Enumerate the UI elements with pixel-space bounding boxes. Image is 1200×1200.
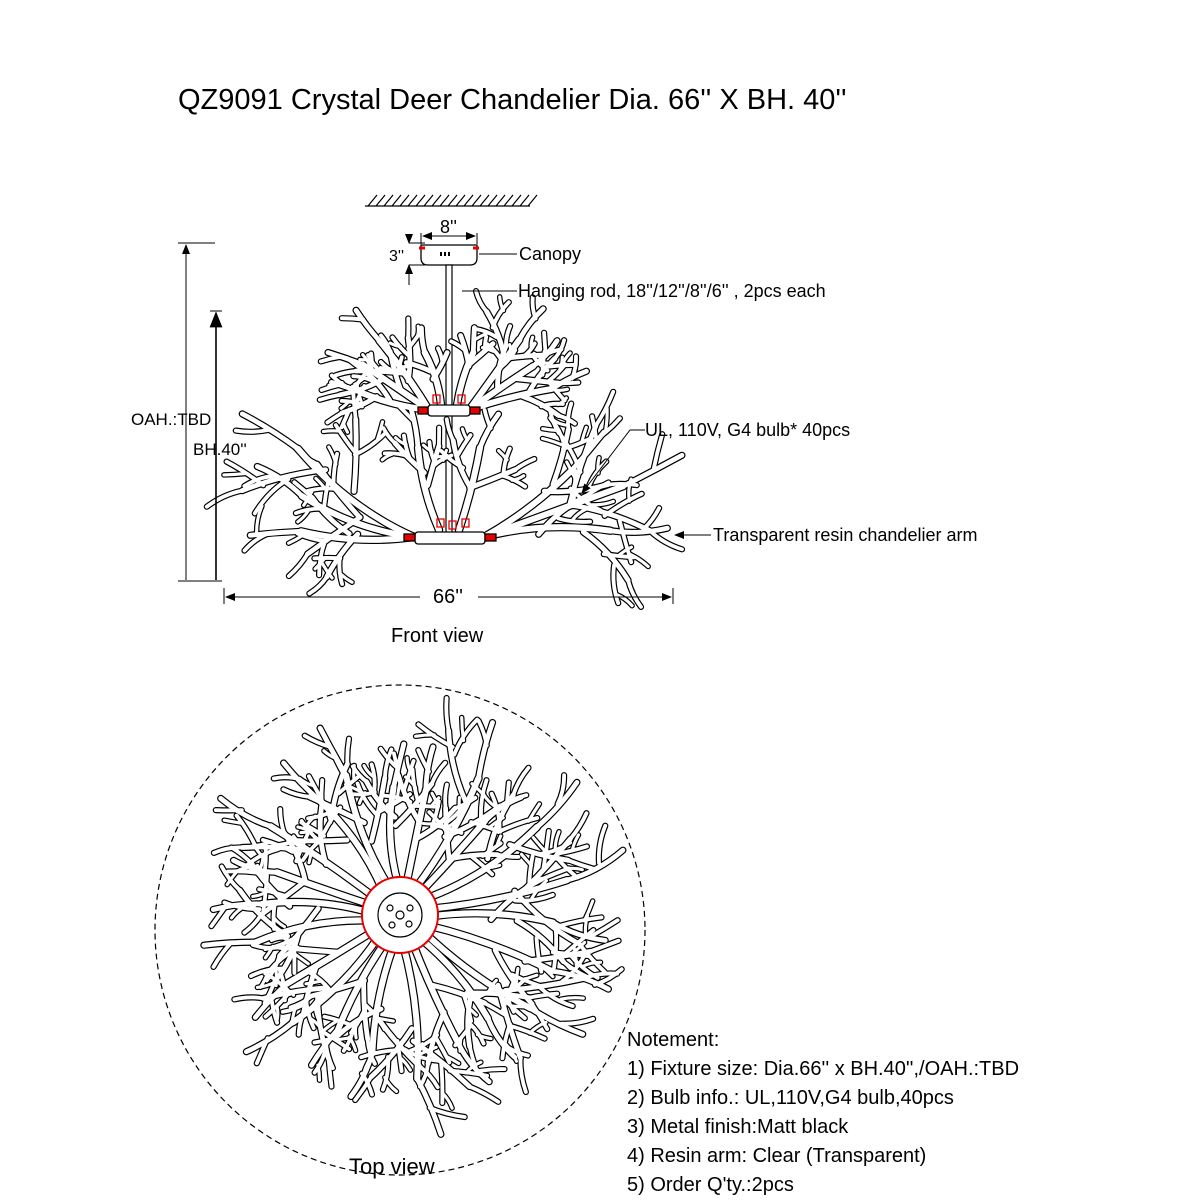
- note-item: 5) Order Q'ty.:2pcs: [627, 1174, 794, 1196]
- leader-lines: [462, 253, 711, 539]
- top-view-hub: [361, 876, 439, 954]
- hanging-rod: [445, 264, 453, 541]
- lower-hub: [403, 518, 497, 545]
- drawing-title: QZ9091 Crystal Deer Chandelier Dia. 66''…: [178, 84, 847, 116]
- ceiling-hatch: [365, 194, 538, 207]
- oah-label: OAH.:TBD: [131, 410, 212, 429]
- diameter-dimension: [223, 588, 674, 604]
- canopy-dimensions: [405, 232, 478, 285]
- notes-block: Notement: 1) Fixture size: Dia.66'' x BH…: [627, 1026, 1019, 1200]
- canopy-label: Canopy: [519, 244, 582, 264]
- notes-heading: Notement:: [627, 1029, 720, 1051]
- canopy-width-label: 8'': [440, 217, 457, 237]
- height-dimensions: [178, 242, 223, 582]
- bh-label: BH.40'': [193, 440, 247, 459]
- bulb-label: UL, 110V, G4 bulb* 40pcs: [645, 420, 851, 440]
- upper-hub: [417, 394, 481, 417]
- note-item: 1) Fixture size: Dia.66'' x BH.40'',/OAH…: [627, 1058, 1020, 1080]
- arm-label: Transparent resin chandelier arm: [713, 525, 978, 545]
- top-view-antlers: [200, 694, 627, 1138]
- canopy-height-label: 3'': [389, 248, 405, 265]
- note-item: 3) Metal finish:Matt black: [627, 1116, 849, 1138]
- canopy: [419, 244, 479, 266]
- front-view-label: Front view: [391, 625, 484, 647]
- note-item: 4) Resin arm: Clear (Transparent): [627, 1145, 927, 1167]
- note-item: 2) Bulb info.: UL,110V,G4 bulb,40pcs: [627, 1087, 954, 1109]
- front-view-antlers: [203, 288, 686, 610]
- diameter-label: 66'': [433, 586, 463, 608]
- top-view-outline: [154, 684, 646, 1176]
- top-view-label: Top view: [349, 1154, 435, 1179]
- hanging-rod-label: Hanging rod, 18''/12''/8''/6'' , 2pcs ea…: [518, 281, 826, 301]
